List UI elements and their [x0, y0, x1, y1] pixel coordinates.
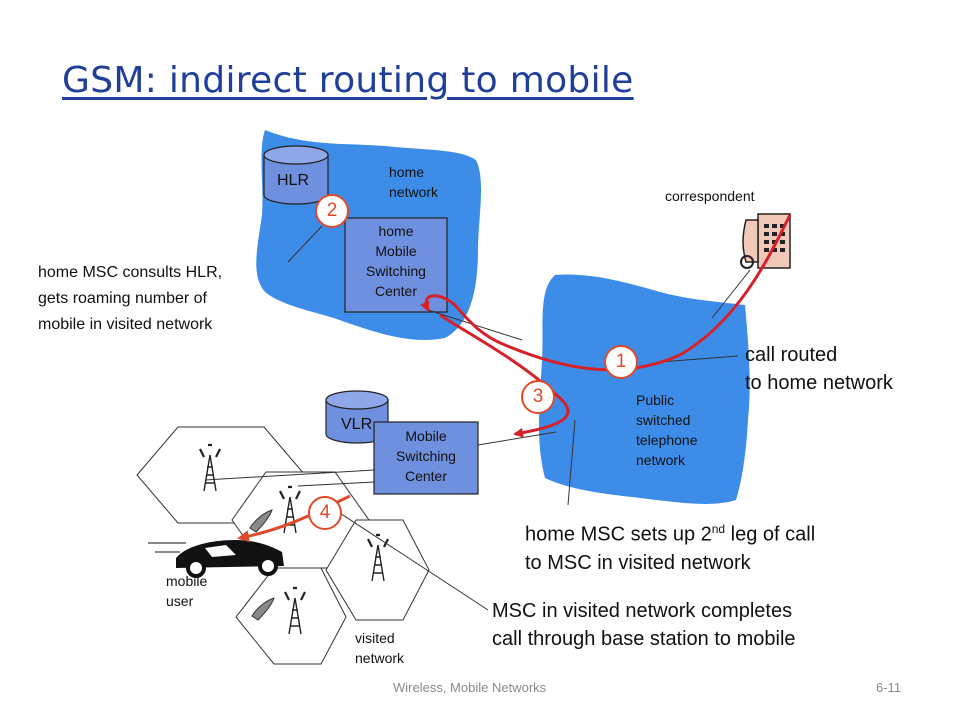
footer-page-number: 6-11 — [876, 680, 902, 695]
step-1-text: call routed to home network — [745, 341, 893, 397]
cell-hexagon — [325, 519, 430, 621]
home-network-label-2: network — [389, 184, 439, 200]
visited-msc-line: Switching — [396, 448, 456, 464]
mobile-user-line: mobile — [166, 573, 208, 589]
base-station-arrow — [237, 494, 351, 543]
connector-line — [319, 499, 489, 611]
correspondent-label: correspondent — [665, 188, 755, 204]
step-1-line: call routed — [745, 344, 838, 366]
antenna-icon — [279, 485, 301, 534]
connector-line — [287, 225, 323, 263]
home-msc-label: home Mobile Switching Center — [345, 221, 447, 301]
connector-line — [297, 481, 375, 487]
connector-line — [204, 469, 375, 481]
step-4-line: MSC in visited network completes — [492, 600, 793, 622]
call-route-arrow — [420, 214, 792, 372]
antenna-icon — [199, 443, 221, 492]
cell-hexagon — [235, 567, 347, 665]
step-badge-2: 2 — [315, 194, 349, 228]
home-msc-line: Center — [374, 283, 418, 299]
home-msc-line: Switching — [366, 263, 426, 279]
connector-line — [659, 355, 739, 363]
step-3-text-end: leg of call — [725, 523, 816, 546]
pstn-line: switched — [636, 412, 691, 428]
visited-network-label: visited network — [355, 628, 404, 668]
mobile-handset-icons — [249, 509, 275, 621]
mobile-user-line: user — [166, 593, 194, 609]
step-badge-1: 1 — [604, 345, 638, 379]
home-network-label-1: home — [389, 164, 425, 180]
visited-network-line: visited — [355, 630, 395, 646]
pstn-label: Public switched telephone network — [636, 390, 698, 470]
visited-network-line: network — [355, 650, 405, 666]
step-3-line: home MSC sets up 2nd leg of call — [525, 515, 815, 549]
pstn-line: Public — [636, 392, 675, 408]
step-3-line: to MSC in visited network — [525, 551, 751, 574]
visited-msc-line: Mobile — [405, 428, 447, 444]
vlr-database-icon — [325, 390, 389, 444]
connector-line — [477, 431, 557, 446]
step-4-line: call through base station to mobile — [492, 628, 796, 650]
car-icon — [148, 540, 284, 578]
pstn-cloud — [538, 274, 750, 504]
vlr-label: VLR — [341, 416, 373, 433]
home-msc-line: home — [378, 223, 414, 239]
footer-left: Wireless, Mobile Networks — [393, 680, 547, 695]
cell-hexagons — [136, 426, 430, 665]
connector-line — [567, 419, 576, 506]
visited-msc-line: Center — [404, 468, 448, 484]
mobile-user-label: mobile user — [166, 571, 207, 611]
step-2-text: home MSC consults HLR, gets roaming numb… — [38, 260, 222, 338]
antenna-icon — [284, 586, 306, 635]
step-badge-3: 3 — [521, 380, 555, 414]
pstn-line: network — [636, 452, 686, 468]
step-4-text: MSC in visited network completes call th… — [492, 597, 796, 653]
step-2-line: gets roaming number of — [38, 290, 207, 307]
mobile-handset-icon — [251, 597, 275, 621]
connector-line — [711, 269, 751, 319]
pstn-line: telephone — [636, 432, 698, 448]
slide-title: GSM: indirect routing to mobile — [62, 60, 634, 101]
step-3-text: home MSC sets up 2nd leg of call to MSC … — [525, 515, 815, 577]
mobile-handset-icon — [249, 509, 273, 533]
hlr-database-icon — [263, 145, 329, 205]
step-badge-4: 4 — [308, 496, 342, 530]
step-2-line: mobile in visited network — [38, 316, 213, 333]
step-3-superscript: nd — [711, 522, 726, 536]
visited-msc-label: Mobile Switching Center — [374, 426, 478, 486]
second-leg-arrow — [439, 313, 570, 438]
home-msc-line: Mobile — [375, 243, 417, 259]
step-2-line: home MSC consults HLR, — [38, 264, 223, 281]
step-3-text-start: home MSC sets up 2 — [525, 523, 712, 546]
step-1-line: to home network — [745, 372, 893, 394]
hlr-label: HLR — [277, 172, 310, 189]
visited-msc-box — [373, 421, 479, 495]
